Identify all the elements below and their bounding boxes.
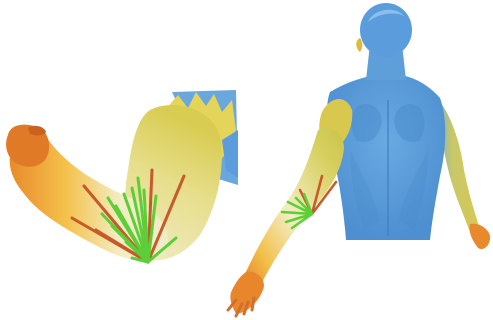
ear	[356, 38, 362, 52]
right-side-hand	[469, 224, 490, 249]
left-thumb	[28, 126, 46, 135]
right-panel	[228, 3, 490, 316]
left-panel	[6, 90, 238, 262]
